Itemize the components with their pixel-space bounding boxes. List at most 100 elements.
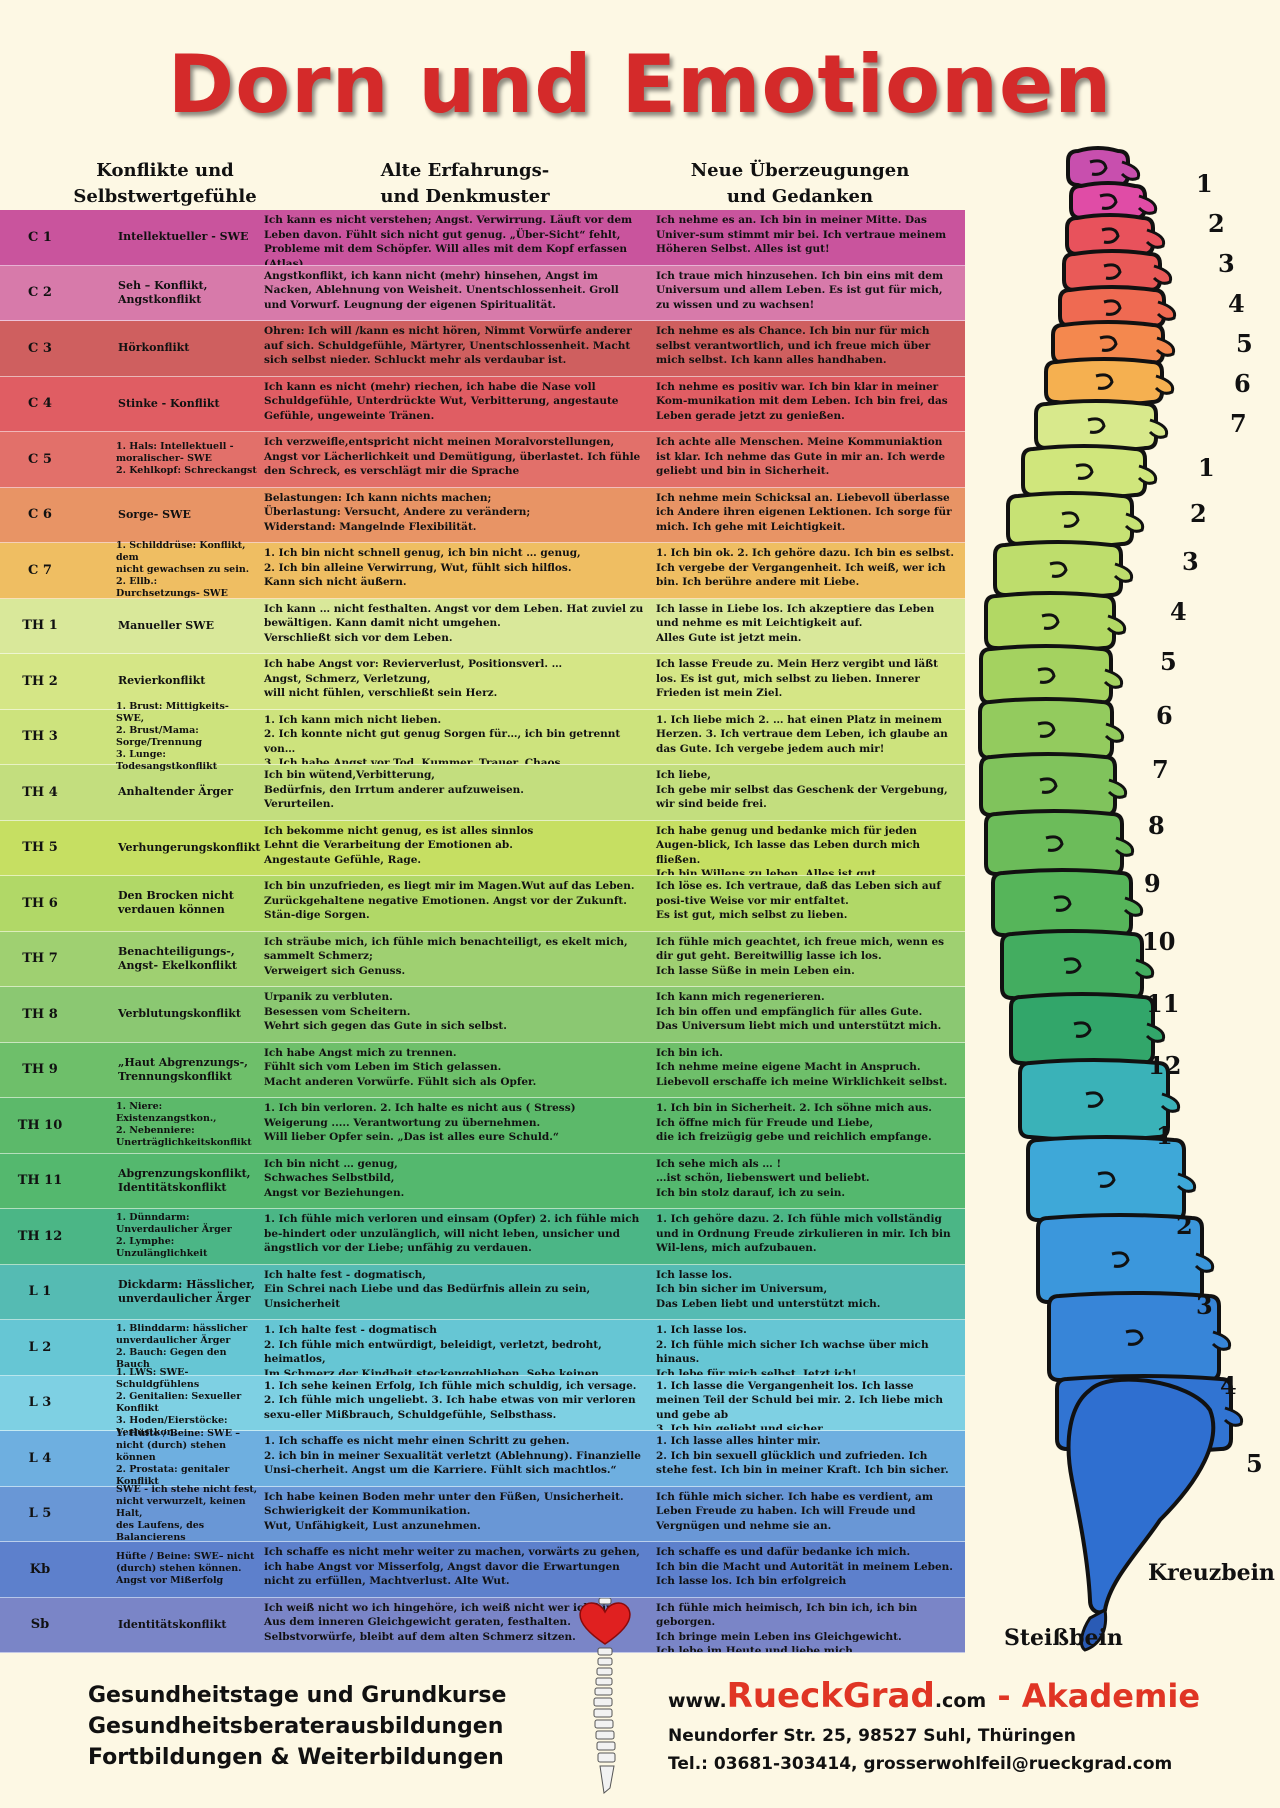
- vertebra-id: L 4: [28, 1450, 52, 1466]
- conflict-name: 1. Blinddarm: hässlicher unverdaulicher …: [116, 1323, 248, 1371]
- vertebra-process: [1104, 722, 1125, 743]
- vertebra-detail: [1125, 1329, 1144, 1346]
- new-belief: Ich liebe, Ich gebe mir selbst das Gesch…: [656, 769, 948, 810]
- old-pattern: 1. Ich fühle mich verloren und einsam (O…: [264, 1213, 640, 1254]
- old-pattern: Angstkonflikt, ich kann nicht (mehr) hin…: [264, 269, 619, 311]
- vertebra-process: [1148, 418, 1169, 439]
- vertebra: [1021, 444, 1147, 500]
- old-pattern: 1. Ich bin nicht schnell genug, ich bin …: [264, 547, 581, 588]
- vertebra-number: 3: [1196, 1291, 1213, 1320]
- vertebra-number: 3: [1182, 547, 1199, 576]
- vertebra: [1018, 1058, 1170, 1142]
- vertebra-number: 4: [1170, 597, 1187, 626]
- vertebra-process: [1124, 512, 1145, 533]
- new-belief: Ich löse es. Ich vertraue, daß das Leben…: [656, 880, 941, 921]
- vertebra-detail: [1089, 159, 1108, 176]
- conflict-name: Verblutungskonflikt: [118, 1007, 241, 1021]
- conflict-name: Intellektueller - SWE: [118, 230, 249, 244]
- vertebra-process: [1107, 778, 1128, 799]
- vertebra-process: [1154, 374, 1175, 395]
- vertebra-number: 5: [1160, 647, 1177, 676]
- vertebra-detail: [1041, 613, 1060, 630]
- vertebra-process: [1113, 562, 1134, 583]
- brand-akademie: - Akademie: [986, 1677, 1201, 1715]
- vertebra-number: 7: [1152, 755, 1169, 784]
- vertebra-detail: [1045, 835, 1064, 852]
- contact-line[interactable]: Tel.: 03681-303414, grosserwohlfeil@ruec…: [668, 1754, 1173, 1774]
- vertebra-detail: [1073, 1021, 1092, 1038]
- vertebra-id: L 1: [28, 1284, 52, 1300]
- conflict-name: 1. Dünndarm: Unverdaulicher Ärger 2. Lym…: [116, 1212, 232, 1260]
- vertebra: [991, 868, 1133, 940]
- vertebra-detail: [1063, 957, 1082, 974]
- vertebra-detail: [1111, 1251, 1130, 1268]
- vertebra-number: 5: [1246, 1449, 1263, 1478]
- vertebra-process: [1223, 1406, 1244, 1427]
- new-belief: Ich sehe mich als … ! …ist schön, lieben…: [656, 1157, 870, 1199]
- vertebra-process: [1156, 300, 1177, 321]
- vertebra-process: [1134, 958, 1155, 979]
- vertebra-id: L 2: [28, 1339, 52, 1355]
- old-pattern: 1. Ich halte fest - dogmatisch 2. Ich fü…: [264, 1324, 602, 1375]
- vertebra: [979, 752, 1117, 820]
- coccyx: [1079, 1607, 1108, 1652]
- vertebra-id: TH 11: [17, 1173, 63, 1189]
- old-pattern: Ich sträube mich, ich fühle mich benacht…: [264, 935, 628, 977]
- address: Neundorfer Str. 25, 98527 Suhl, Thüringe…: [668, 1726, 1076, 1746]
- course-list: Gesundheitstage und Grundkurse Gesundhei…: [88, 1680, 506, 1773]
- vertebra-detail: [1049, 561, 1068, 578]
- conflict-name: Hüfte / Beine: SWE– nicht (durch) stehen…: [116, 1551, 255, 1587]
- old-pattern: 1. Ich kann mich nicht lieben. 2. Ich ko…: [264, 713, 621, 765]
- vertebra-number: 2: [1176, 1211, 1193, 1240]
- old-pattern: Ich kann … nicht festhalten. Angst vor d…: [264, 602, 644, 644]
- vertebra-number: 1: [1156, 1121, 1173, 1150]
- brand-line[interactable]: www.RueckGrad.com - Akademie: [668, 1676, 1200, 1716]
- old-pattern: Ich kann es nicht (mehr) riechen, ich ha…: [264, 380, 619, 422]
- old-pattern: Ich habe Angst vor: Revierverlust, Posit…: [264, 658, 563, 699]
- vertebra-number: 4: [1220, 1371, 1237, 1400]
- vertebra: [978, 697, 1114, 763]
- vertebra-id: TH 1: [22, 618, 58, 634]
- vertebra-id: TH 2: [22, 673, 58, 689]
- new-belief: Ich fühle mich heimisch, Ich bin ich, ic…: [656, 1601, 918, 1653]
- table-row: TH 31. Brust: Mittigkeits- SWE, 2. Brust…: [0, 701, 965, 772]
- conflict-name: Identitätskonflikt: [118, 1617, 227, 1631]
- conflict-name: 1. Hüfte / Beine: SWE – nicht (durch) st…: [116, 1428, 240, 1488]
- conflict-name: 1. Brust: Mittigkeits- SWE, 2. Brust/Mam…: [116, 701, 229, 772]
- header-old-patterns: Alte Erfahrungs- und Denkmuster: [380, 160, 550, 207]
- new-belief: Ich fühle mich sicher. Ich habe es verdi…: [656, 1490, 933, 1532]
- conflict-name: Verhungerungskonflikt: [118, 840, 261, 854]
- vertebra-detail: [1097, 1171, 1116, 1188]
- vertebra: [1000, 929, 1144, 1003]
- vertebra-detail: [1103, 299, 1122, 316]
- table-row: L 2 1. Blinddarm: hässlicher unverdaulich…: [0, 1320, 965, 1376]
- vertebra-id: TH 4: [22, 784, 58, 800]
- new-belief: Ich fühle mich geachtet, ich freue mich,…: [656, 935, 945, 977]
- conflict-name: Benachteiligungs-, Angst- Ekelkonflikt: [118, 944, 237, 972]
- vertebra-id: C 3: [28, 340, 52, 356]
- vertebra-id: L 3: [28, 1395, 52, 1411]
- vertebra-number: 1: [1196, 169, 1213, 198]
- new-belief: Ich achte alle Menschen. Meine Kommuniak…: [656, 436, 946, 477]
- vertebra-id: L 5: [28, 1506, 52, 1522]
- old-pattern: 1. Ich sehe keinen Erfolg, Ich fühle mic…: [264, 1379, 637, 1421]
- vertebra-id: TH 9: [22, 1062, 58, 1078]
- vertebra-id: C 6: [28, 507, 52, 523]
- sacrum: [1066, 1377, 1216, 1615]
- vertebra-process: [1211, 1330, 1232, 1351]
- new-belief: Ich traue mich hinzusehen. Ich bin eins …: [656, 269, 944, 311]
- old-pattern: 1. Ich bin verloren. 2. Ich halte es nic…: [264, 1102, 576, 1143]
- vertebra-id: C 5: [28, 451, 52, 467]
